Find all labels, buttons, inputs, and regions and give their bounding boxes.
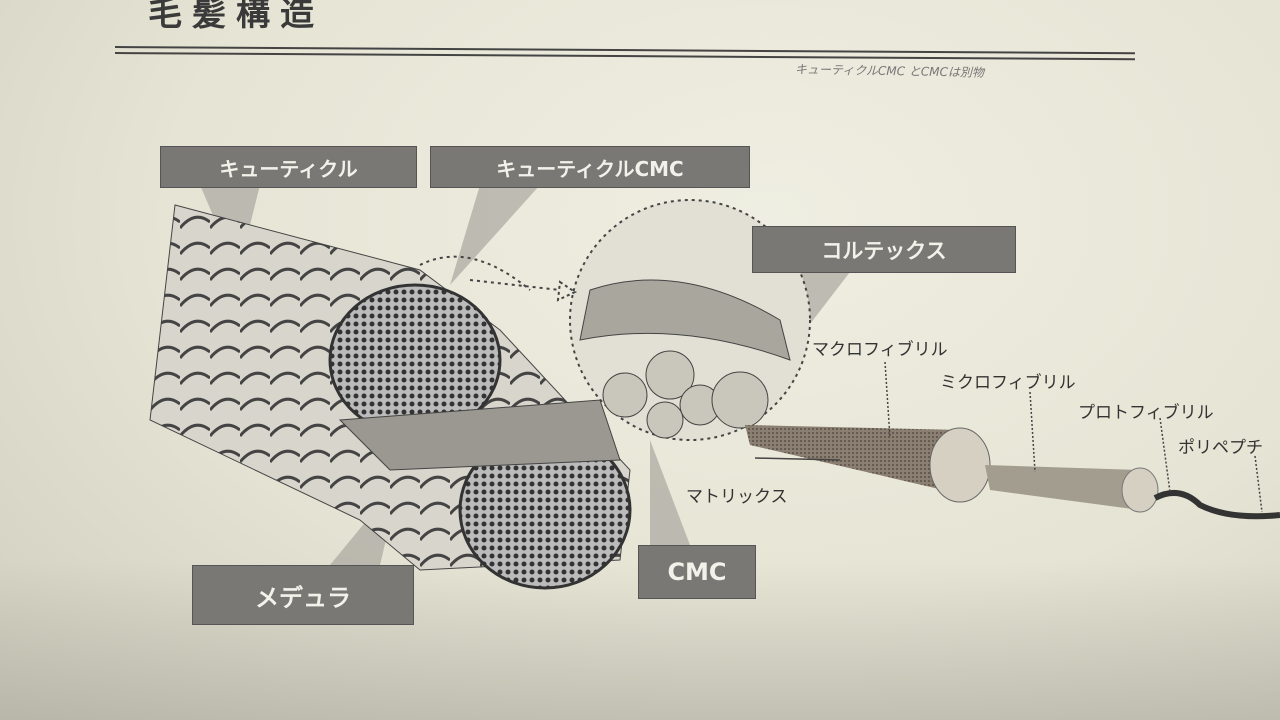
callout-cuticle xyxy=(200,185,260,225)
label-cuticle: キューティクル xyxy=(160,146,417,188)
macrofibril-bundles xyxy=(602,350,769,439)
microfibril xyxy=(985,465,1140,510)
callout-cmc xyxy=(650,440,690,545)
matrix-leader xyxy=(754,457,841,461)
cortex-strands xyxy=(338,399,621,471)
handwritten-note: キューティクルCMC とCMCは別物 xyxy=(794,62,985,80)
polypeptide-chain xyxy=(1153,489,1280,520)
leader-lines xyxy=(884,361,1263,513)
label-macrofibril: マクロフィブリル xyxy=(812,340,948,360)
label-cortex: コルテックス xyxy=(752,226,1016,273)
label-polypeptide: ポリペプチ xyxy=(1178,438,1263,458)
label-medulla: メデュラ xyxy=(192,565,414,625)
label-cmc: CMC xyxy=(638,545,756,599)
macrofibril-end xyxy=(929,427,991,503)
macrofibril xyxy=(745,425,965,495)
dashed-arrow-line xyxy=(469,279,561,291)
callout-cuticle-cmc xyxy=(450,185,540,285)
page-title: 毛髪構造 xyxy=(148,0,324,34)
label-microfibril: ミクロフィブリル xyxy=(940,373,1076,393)
microfibril-end xyxy=(1121,467,1159,513)
cuticle-layers xyxy=(579,279,791,361)
label-protofibril: プロトフィブリル xyxy=(1078,403,1214,423)
label-matrix: マトリックス xyxy=(686,487,788,507)
label-cuticle-cmc: キューティクルCMC xyxy=(430,146,750,188)
